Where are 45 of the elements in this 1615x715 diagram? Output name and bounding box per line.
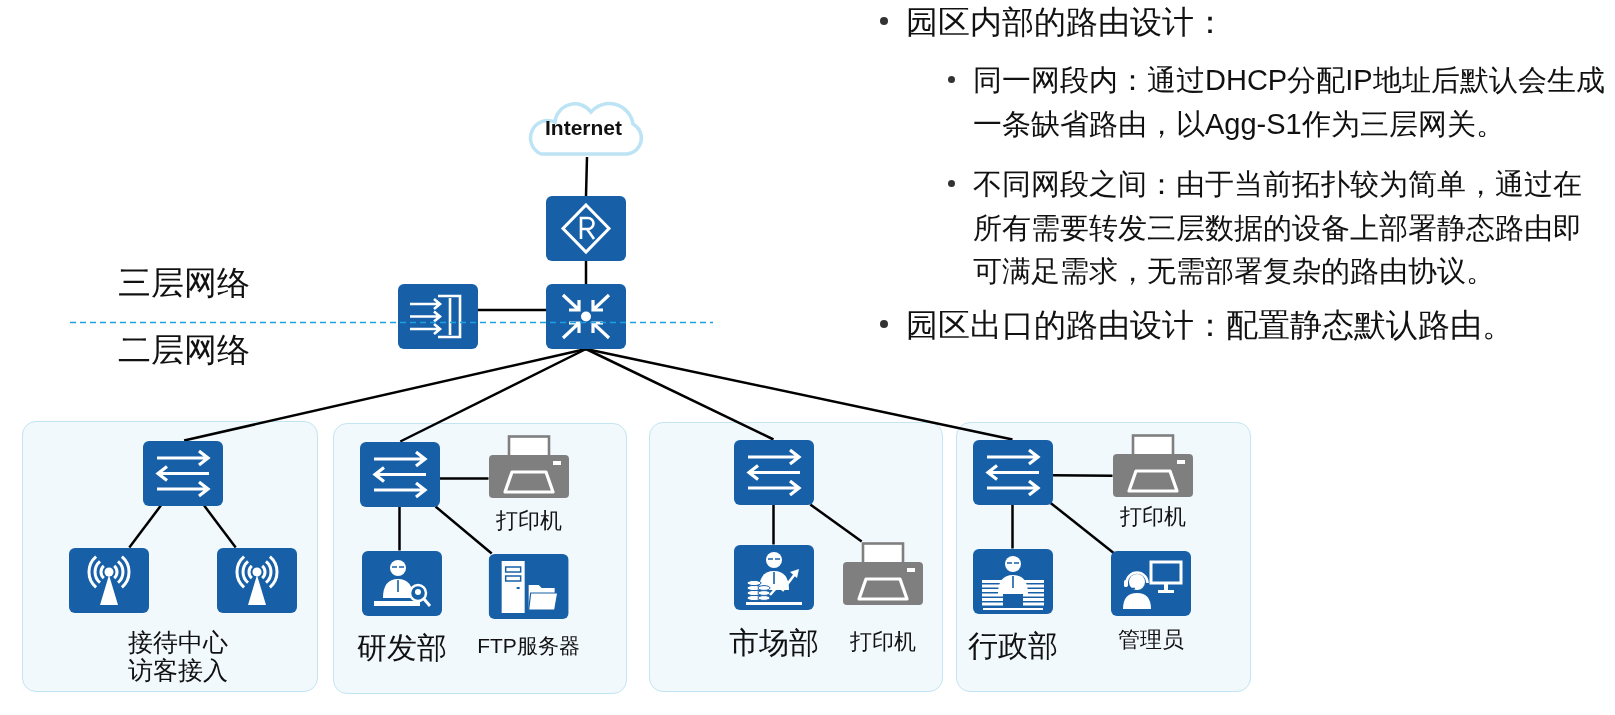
access-point-icon bbox=[216, 547, 297, 613]
device-label: 打印机 bbox=[495, 507, 562, 534]
layer-label: 三层网络 bbox=[118, 264, 250, 302]
device-label: 打印机 bbox=[1119, 503, 1186, 530]
device-label: 市场部 bbox=[728, 624, 819, 661]
area-panel bbox=[22, 421, 318, 692]
switch-icon bbox=[972, 439, 1053, 505]
access-point-icon bbox=[68, 547, 149, 613]
connection-line bbox=[203, 504, 237, 549]
switch-icon bbox=[359, 441, 440, 507]
switch-icon bbox=[733, 439, 814, 505]
connection-line bbox=[478, 308, 546, 312]
cloud-label: Internet bbox=[545, 115, 622, 140]
area-caption: 接待中心访客接入 bbox=[126, 627, 229, 684]
area-panel bbox=[956, 422, 1251, 692]
connection-line bbox=[584, 156, 589, 197]
device-label: 研发部 bbox=[356, 629, 447, 666]
area-panel bbox=[649, 422, 943, 692]
core-switch-icon bbox=[546, 284, 626, 349]
connection-line bbox=[585, 347, 775, 441]
connection-line bbox=[439, 477, 489, 480]
layer-label: 二层网络 bbox=[118, 331, 250, 369]
device-label: 打印机 bbox=[849, 628, 916, 655]
area-panel bbox=[333, 423, 627, 694]
connection-line bbox=[434, 505, 493, 555]
connection-line bbox=[399, 347, 587, 443]
connection-line bbox=[809, 503, 863, 543]
connection-line bbox=[1011, 504, 1014, 549]
router-icon bbox=[546, 196, 626, 261]
firewall-icon bbox=[398, 284, 478, 349]
bullet-text: 园区出口的路由设计：配置静态默认路由。 bbox=[906, 307, 1515, 343]
connection-line bbox=[585, 347, 1013, 441]
switch-icon bbox=[142, 440, 223, 506]
connection-line bbox=[128, 504, 162, 549]
device-label: 行政部 bbox=[967, 627, 1058, 664]
bullet-text: 园区内部的路由设计： bbox=[906, 4, 1227, 40]
connection-line bbox=[584, 261, 588, 284]
connection-line bbox=[398, 506, 401, 551]
bullet-text: 不同网段之间：由于当前拓扑较为简单，通过在所有需要转发三层数据的设备上部署静态路由即可满足需求，无需部署复杂的路由协议。 bbox=[973, 167, 1583, 289]
device-label: FTP服务器 bbox=[477, 632, 580, 658]
device-label: 管理员 bbox=[1117, 626, 1184, 653]
bullet-text: 同一网段内：通过DHCP分配IP地址后默认会生成一条缺省路由，以Agg-S1作为三层网关。 bbox=[973, 63, 1606, 142]
connection-line bbox=[1052, 474, 1113, 477]
connection-line bbox=[1048, 500, 1115, 555]
connection-line bbox=[772, 504, 775, 545]
